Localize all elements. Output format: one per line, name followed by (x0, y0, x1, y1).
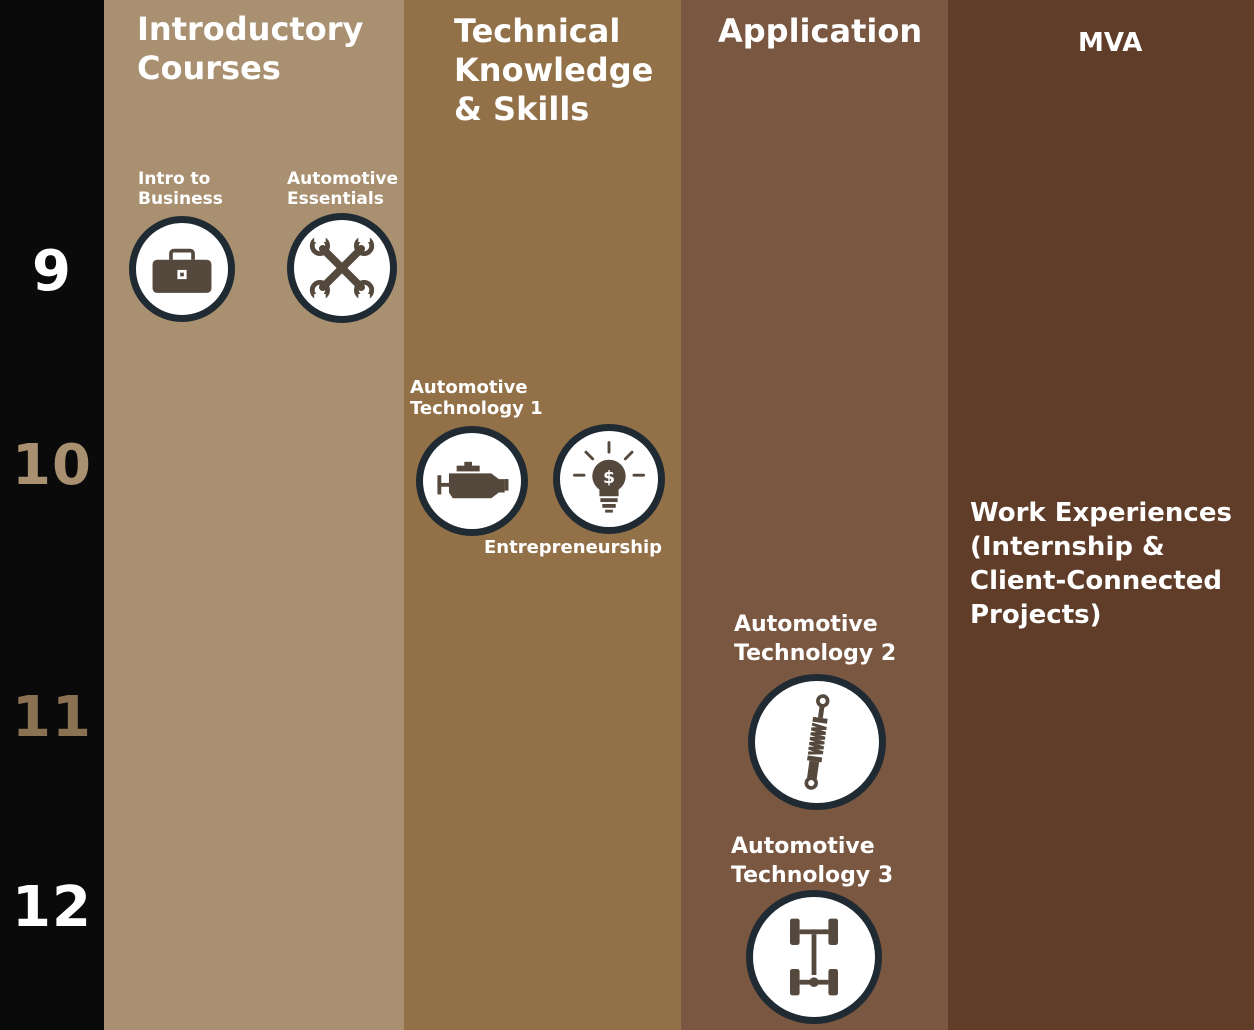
grade-10-label: 10 (12, 433, 92, 498)
lightbulb-dollar-icon: $ (573, 441, 645, 513)
application-title: Application (718, 12, 923, 50)
technical-knowledge-title: Technical Knowledge & Skills (454, 12, 654, 128)
work-experiences-text: Work Experiences (Internship & Client-Co… (970, 498, 1232, 630)
automotive-technology-3-badge (746, 890, 882, 1024)
briefcase-icon (152, 248, 212, 293)
column-application (681, 0, 948, 1030)
intro-to-business-badge (129, 216, 235, 322)
entrepreneurship-badge: $ (553, 424, 665, 534)
wrench-screwdriver-icon (309, 234, 375, 302)
svg-text:$: $ (603, 468, 615, 488)
grade-9-label: 9 (32, 239, 72, 304)
entrepreneurship-label: Entrepreneurship (484, 537, 663, 558)
introductory-courses-title: Introductory Courses (137, 10, 364, 87)
grade-11-label: 11 (12, 685, 92, 750)
column-introductory-courses (104, 0, 404, 1030)
engine-icon (437, 461, 509, 499)
grade-12-label: 12 (12, 875, 92, 940)
automotive-technology-1-badge (416, 426, 528, 536)
automotive-technology-1-label: Automotive Technology 1 (410, 377, 543, 419)
automotive-technology-2-label: Automotive Technology 2 (734, 612, 897, 666)
column-mva (948, 0, 1254, 1030)
shock-absorber-icon (804, 694, 830, 790)
mva-title: MVA (1078, 28, 1143, 58)
automotive-technology-2-badge (748, 674, 886, 810)
intro-to-business-label: Intro to Business (138, 169, 223, 209)
automotive-technology-3-label: Automotive Technology 3 (731, 834, 894, 888)
automotive-essentials-badge (287, 213, 397, 323)
automotive-essentials-label: Automotive Essentials (287, 169, 399, 209)
drivetrain-icon (790, 918, 838, 996)
grade-rail (0, 0, 104, 1030)
